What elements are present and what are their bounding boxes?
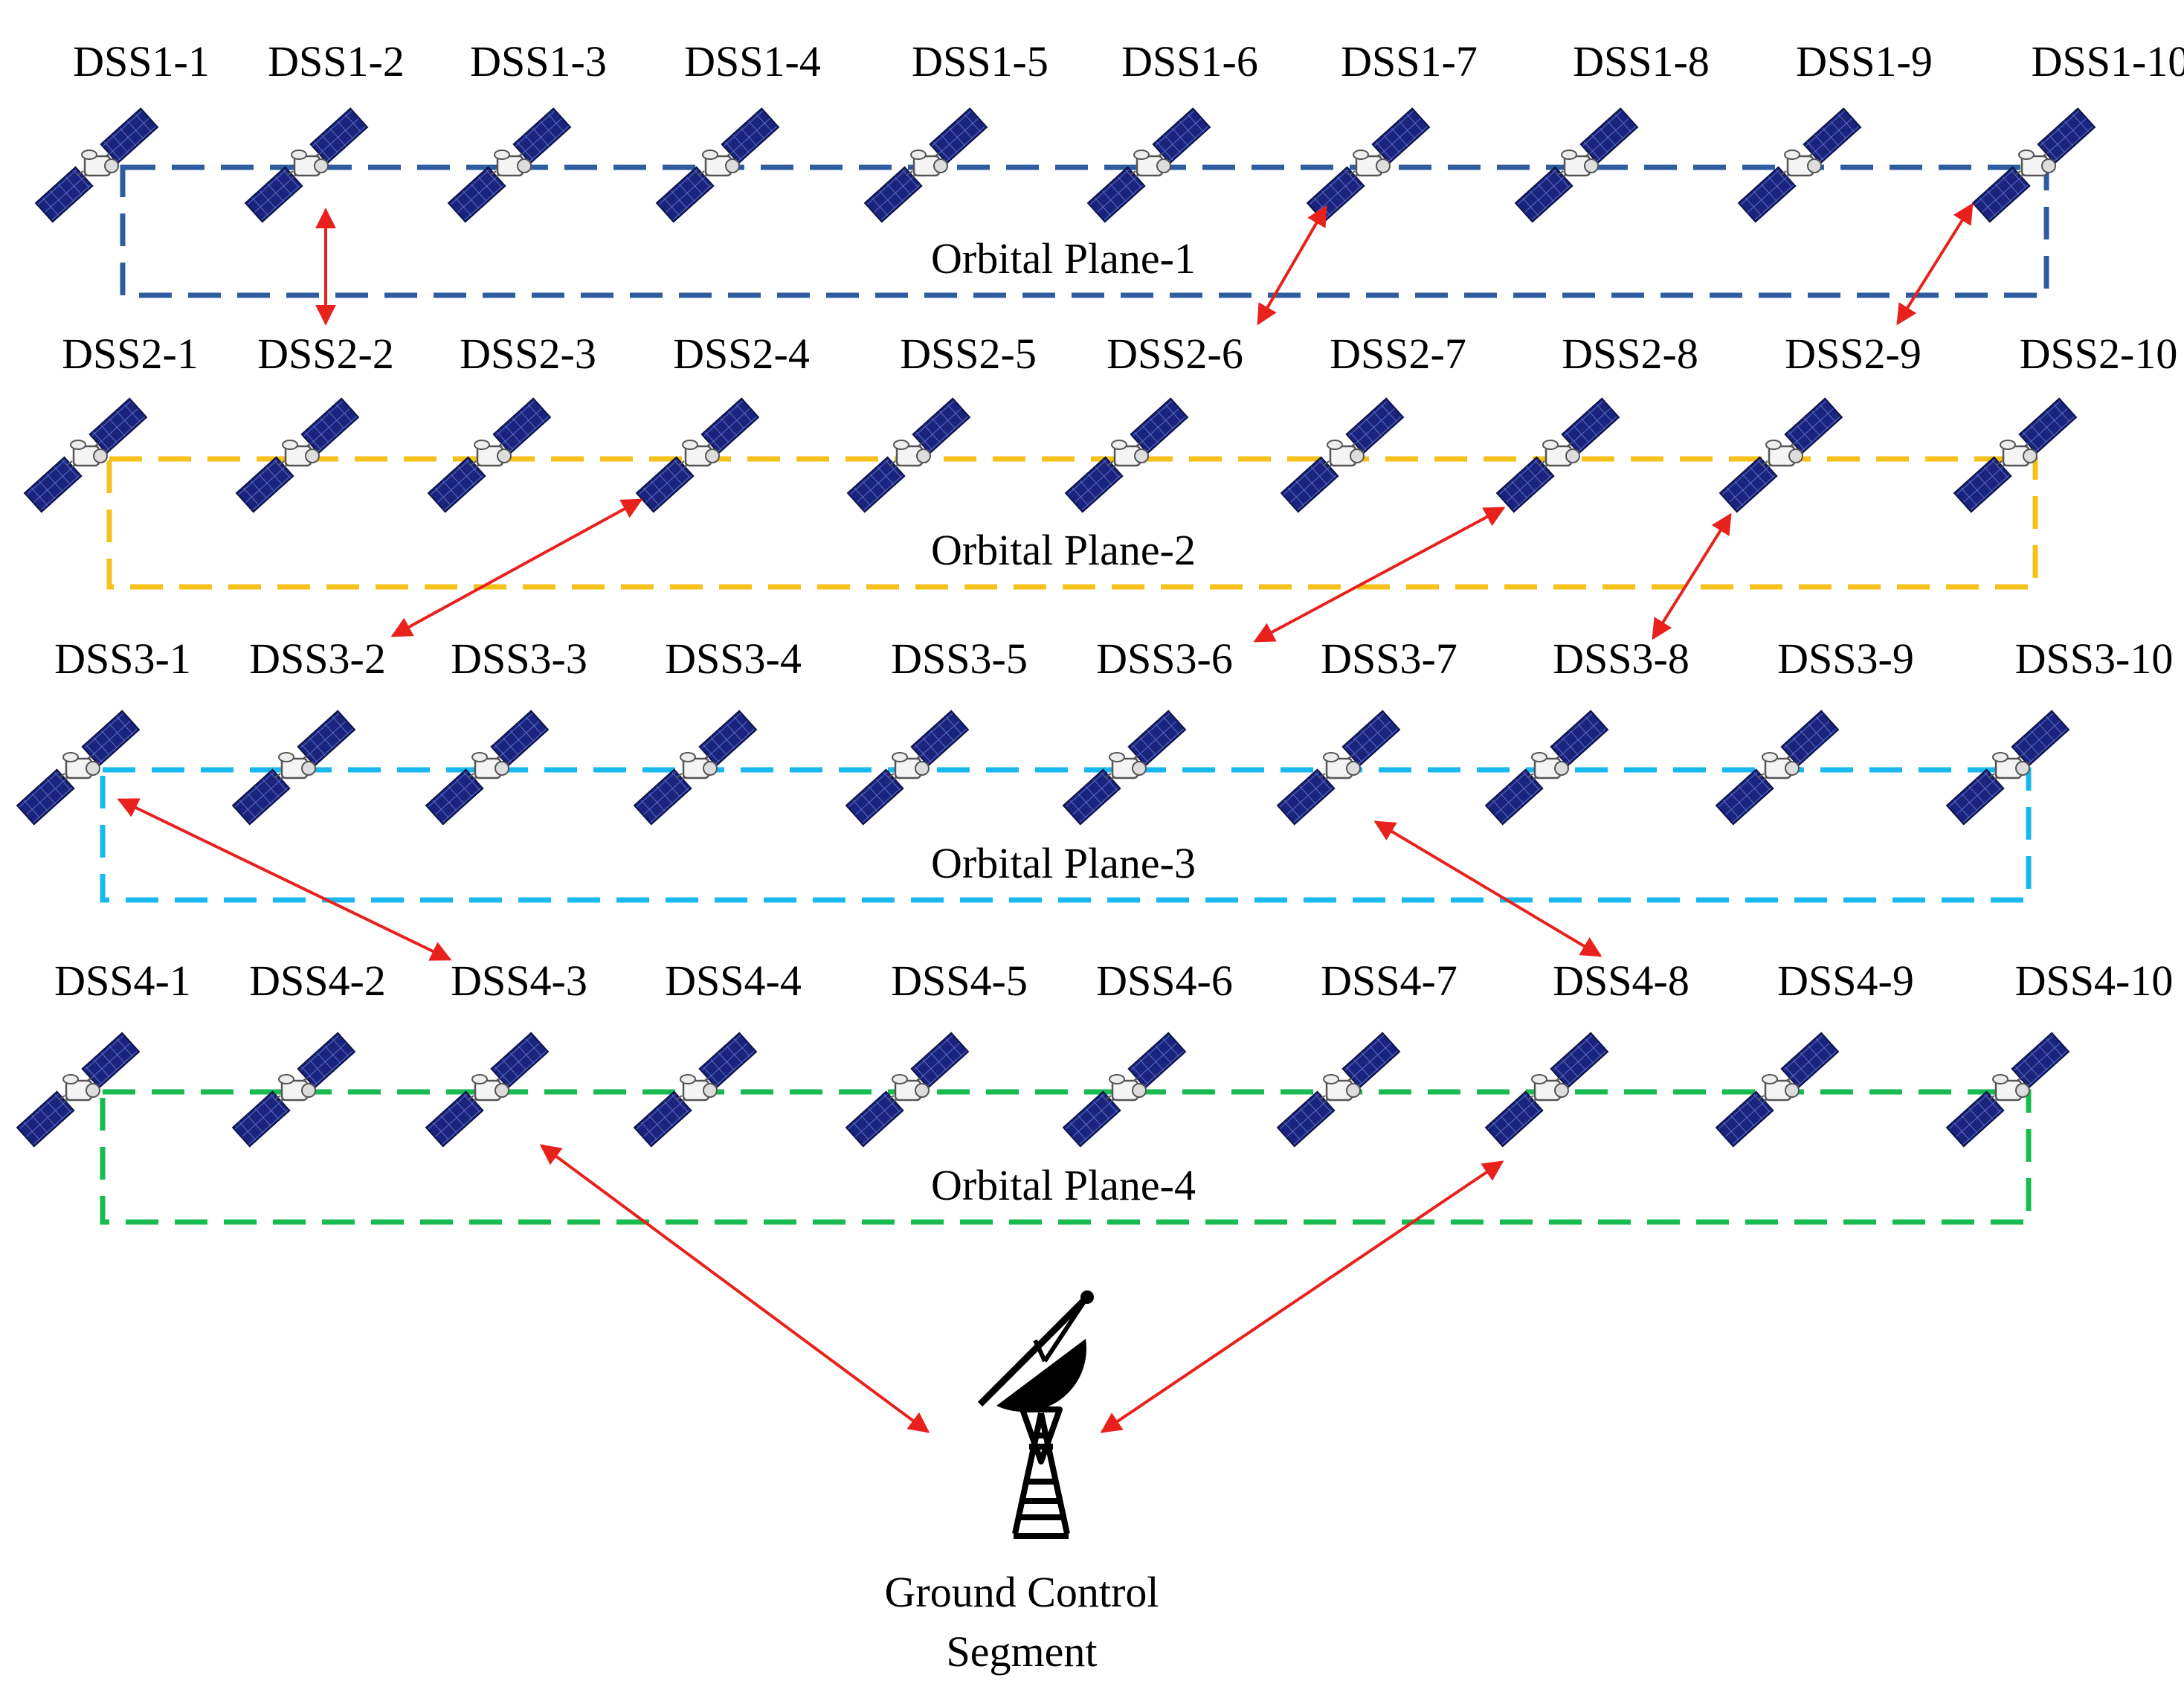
satellite-label-dss2-8: DSS2-8 bbox=[1562, 329, 1698, 378]
satellite-label-dss2-7: DSS2-7 bbox=[1330, 329, 1466, 378]
link-dss4-3-to-ground-control-segment bbox=[539, 1144, 930, 1433]
link-dss1-7-to-dss2-6 bbox=[1257, 205, 1327, 326]
link-dss1-10-to-dss2-9 bbox=[1896, 202, 1974, 326]
satellite-label-dss3-1: DSS3-1 bbox=[54, 634, 191, 683]
orbital-plane-2-path bbox=[106, 456, 2038, 590]
satellite-label-dss3-2: DSS3-2 bbox=[249, 634, 386, 683]
satellite-dish-icon bbox=[977, 1290, 1094, 1539]
satellite-icon bbox=[635, 397, 760, 513]
link-dss3-1-to-dss4-3 bbox=[117, 798, 452, 961]
satellite-icon bbox=[1945, 710, 2070, 826]
satellite-label-dss1-10: DSS1-10 bbox=[2032, 37, 2184, 86]
satellite-label-dss2-1: DSS2-1 bbox=[62, 329, 199, 378]
satellite-label-dss1-7: DSS1-7 bbox=[1341, 37, 1478, 86]
satellite-icon bbox=[1280, 397, 1405, 513]
satellite-label-dss4-4: DSS4-4 bbox=[665, 957, 802, 1005]
satellite-label-dss2-3: DSS2-3 bbox=[460, 329, 596, 378]
satellite-icon bbox=[235, 397, 360, 513]
satellite-icon bbox=[1064, 397, 1189, 513]
satellite-label-dss4-5: DSS4-5 bbox=[891, 957, 1028, 1005]
satellite-label-dss3-9: DSS3-9 bbox=[1777, 634, 1914, 683]
satellite-label-dss3-5: DSS3-5 bbox=[891, 634, 1028, 683]
satellite-label-dss4-3: DSS4-3 bbox=[451, 957, 587, 1005]
satellite-label-dss4-7: DSS4-7 bbox=[1321, 957, 1457, 1005]
orbital-plane-4-label: Orbital Plane-4 bbox=[931, 1161, 1196, 1209]
satellite-label-dss2-9: DSS2-9 bbox=[1785, 329, 1922, 378]
ground-control-segment: Ground Control Segment bbox=[885, 1290, 1159, 1676]
satellite-label-dss1-2: DSS1-2 bbox=[268, 37, 405, 86]
satellite-label-dss3-6: DSS3-6 bbox=[1096, 634, 1233, 683]
orbital-plane-1-label: Orbital Plane-1 bbox=[931, 234, 1196, 283]
satellite-labels: DSS1-1 DSS1-2 DSS1-3 DSS1-4 DSS1-5 DSS1-6 DSS1… bbox=[54, 37, 2184, 1005]
satellite-label-dss1-9: DSS1-9 bbox=[1796, 37, 1933, 86]
orbital-plane-1-path bbox=[120, 164, 2049, 298]
satellite-label-dss1-3: DSS1-3 bbox=[470, 37, 607, 86]
link-dss4-8-to-ground-control-segment bbox=[1100, 1160, 1504, 1433]
satellite-icon bbox=[1718, 397, 1843, 513]
satellite-label-dss3-8: DSS3-8 bbox=[1553, 634, 1689, 683]
satellite-icon bbox=[1945, 1032, 2070, 1148]
satellite-label-dss2-2: DSS2-2 bbox=[257, 329, 394, 378]
satellite-icon bbox=[846, 397, 971, 513]
link-dss2-4-to-dss3-2 bbox=[390, 498, 643, 637]
satellite-icon bbox=[425, 710, 550, 826]
communication-links bbox=[117, 202, 1974, 1433]
orbital-plane-3-label: Orbital Plane-3 bbox=[931, 839, 1196, 887]
link-dss3-7-to-dss4-8 bbox=[1373, 820, 1602, 957]
orbital-plane-4-path bbox=[100, 1089, 2032, 1225]
satellite-label-dss1-8: DSS1-8 bbox=[1573, 37, 1710, 86]
satellite-label-dss4-1: DSS4-1 bbox=[54, 957, 191, 1005]
satellite-label-dss2-10: DSS2-10 bbox=[2020, 329, 2178, 378]
satellite-icon bbox=[1062, 1032, 1187, 1148]
satellite-label-dss2-4: DSS2-4 bbox=[673, 329, 810, 378]
satellite-icon bbox=[427, 397, 552, 513]
satellite-icon bbox=[425, 1032, 550, 1148]
link-dss2-8-to-dss3-6 bbox=[1253, 507, 1506, 643]
satellite-label-dss4-2: DSS4-2 bbox=[249, 957, 386, 1005]
ground-label-line1: Ground Control bbox=[885, 1568, 1159, 1616]
satellite-label-dss3-4: DSS3-4 bbox=[665, 634, 802, 683]
satellite-label-dss2-6: DSS2-6 bbox=[1107, 329, 1243, 378]
satellite-label-dss4-6: DSS4-6 bbox=[1096, 957, 1233, 1005]
link-dss2-9-to-dss3-8 bbox=[1652, 512, 1732, 640]
satellite-label-dss2-5: DSS2-5 bbox=[900, 329, 1037, 378]
satellite-label-dss1-4: DSS1-4 bbox=[684, 37, 821, 86]
satellite-label-dss3-3: DSS3-3 bbox=[451, 634, 587, 683]
satellite-icon bbox=[23, 397, 148, 513]
satellite-label-dss1-5: DSS1-5 bbox=[912, 37, 1048, 86]
satellite-icon bbox=[1953, 397, 2078, 513]
satellite-label-dss3-7: DSS3-7 bbox=[1321, 634, 1457, 683]
satellite-label-dss4-10: DSS4-10 bbox=[2015, 957, 2174, 1005]
satellite-label-dss1-6: DSS1-6 bbox=[1121, 37, 1258, 86]
orbital-plane-3-path bbox=[100, 767, 2032, 903]
orbital-plane-2-label: Orbital Plane-2 bbox=[931, 526, 1196, 574]
ground-label-line2: Segment bbox=[947, 1627, 1098, 1676]
satellite-label-dss4-9: DSS4-9 bbox=[1777, 957, 1914, 1005]
satellite-icon bbox=[1495, 397, 1620, 513]
satellite-label-dss4-8: DSS4-8 bbox=[1553, 957, 1689, 1005]
satellite-label-dss3-10: DSS3-10 bbox=[2015, 634, 2174, 683]
satellite-icon bbox=[1062, 710, 1187, 826]
satellite-label-dss1-1: DSS1-1 bbox=[73, 37, 210, 86]
